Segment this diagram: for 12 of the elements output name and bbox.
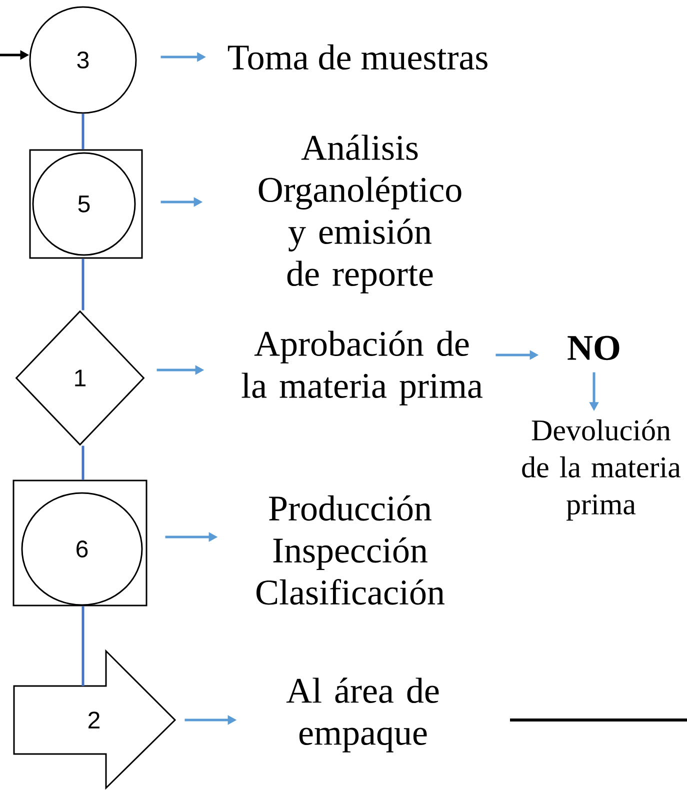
label-text: NO bbox=[568, 336, 620, 360]
label-text: Toma de muestras bbox=[228, 44, 488, 70]
label-text: Al área de empaque bbox=[286, 678, 439, 752]
label-text: Producción Inspección Clasificación bbox=[256, 495, 444, 605]
connector-line bbox=[82, 114, 84, 150]
label-text: Aprobación de la materia prima bbox=[242, 330, 482, 406]
connector-line bbox=[82, 258, 84, 310]
connector-line bbox=[82, 606, 84, 686]
label-text: Devolución de la materia prima bbox=[522, 419, 681, 521]
square-box bbox=[12, 480, 148, 606]
label-text: Análisis Organoléptico y emisión de reporte bbox=[258, 134, 462, 294]
connector-line bbox=[82, 446, 84, 480]
